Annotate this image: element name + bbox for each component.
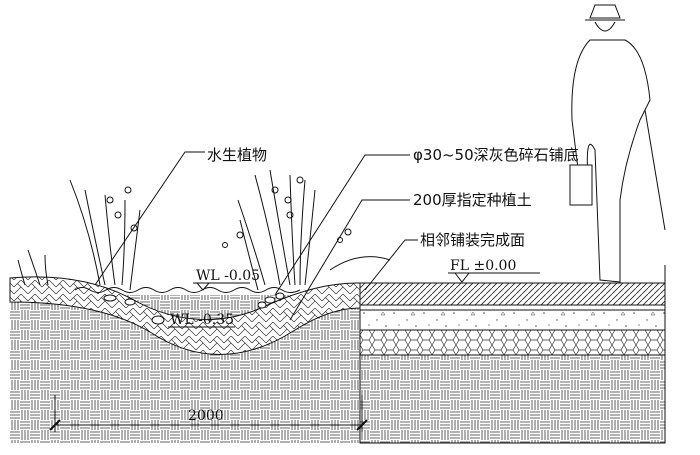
concrete-layer <box>359 309 666 331</box>
paving-section <box>359 265 666 444</box>
base-soil-right <box>359 354 666 444</box>
label-aquatic-plants: 水生植物 <box>207 146 267 164</box>
dimension-line <box>49 395 368 432</box>
label-water-level-low: WL -0.35 <box>170 312 234 328</box>
dimension-value: 2000 <box>188 408 224 424</box>
label-adjacent-paving: 相邻铺装完成面 <box>420 231 525 249</box>
gravel-stones <box>103 292 285 325</box>
briefcase <box>569 164 593 206</box>
aquatic-plants <box>17 169 391 291</box>
label-gravel-bed: φ30~50深灰色碎石铺底 <box>413 146 579 164</box>
leader-lines <box>94 151 540 328</box>
pond-section <box>9 169 391 443</box>
water-surface <box>74 287 301 293</box>
label-water-level-high: WL -0.05 <box>196 268 260 284</box>
bedding-layer <box>359 304 666 311</box>
paving-surface <box>359 282 666 306</box>
person-figure <box>569 4 666 283</box>
gravel-base-layer <box>359 329 666 356</box>
label-planting-soil: 200厚指定种植土 <box>413 191 532 209</box>
label-floor-level: FL ±0.00 <box>450 258 516 274</box>
